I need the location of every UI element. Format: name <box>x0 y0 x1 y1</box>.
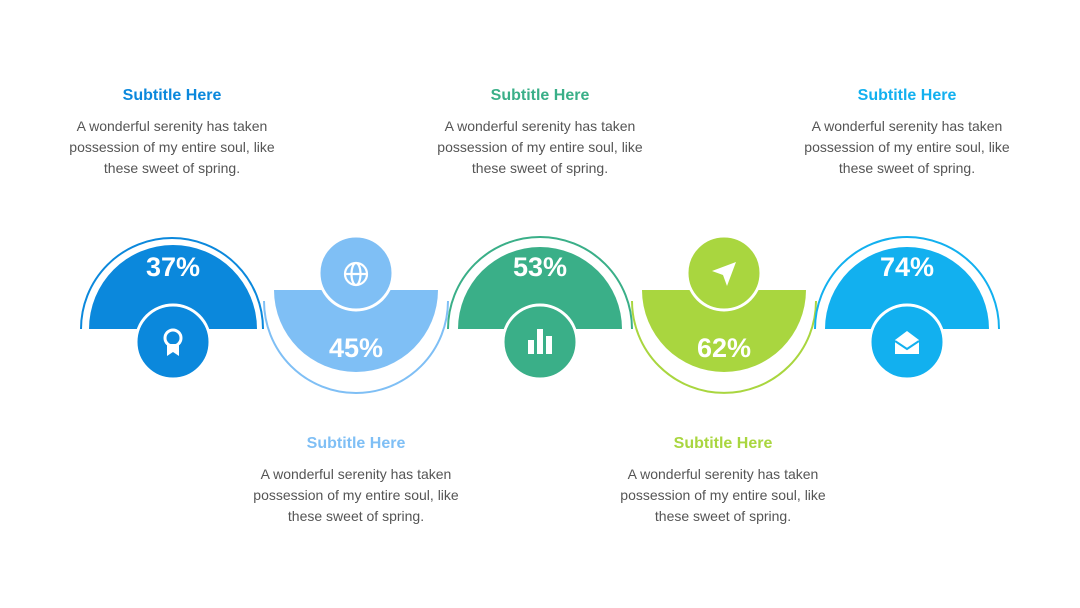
step-3-half-circle <box>458 247 622 329</box>
step-4-subtitle: Subtitle Here <box>673 435 773 452</box>
step-3-subtitle: Subtitle Here <box>490 87 590 104</box>
step-1-half-circle <box>89 245 257 329</box>
step-4-percent: 62% <box>697 333 751 363</box>
step-2-description: A wonderful serenity has taken possessio… <box>253 466 459 524</box>
step-3-percent: 53% <box>513 252 567 282</box>
step-1-description: A wonderful serenity has taken possessio… <box>69 118 275 176</box>
step-3-outer-ring <box>447 236 633 330</box>
step-1-icon-circle <box>134 303 212 381</box>
step-1-text-block: Subtitle Here A wonderful serenity has t… <box>52 86 292 179</box>
step-1-outer-ring <box>80 237 264 330</box>
step-5-description: A wonderful serenity has taken possessio… <box>804 118 1010 176</box>
step-4-description: A wonderful serenity has taken possessio… <box>620 466 826 524</box>
paper-plane-icon <box>712 262 736 286</box>
step-2-shape: 45% <box>263 234 449 394</box>
step-5-subtitle: Subtitle Here <box>857 87 957 104</box>
bar-chart-icon <box>528 329 552 354</box>
step-5-text-block: Subtitle Here A wonderful serenity has t… <box>787 86 1027 179</box>
step-3-description: A wonderful serenity has taken possessio… <box>437 118 643 176</box>
globe-icon <box>343 261 369 287</box>
step-4-outer-ring <box>631 300 817 394</box>
step-3-shape: 53% <box>447 236 633 381</box>
step-2-text-block: Subtitle Here A wonderful serenity has t… <box>236 434 476 527</box>
step-2-percent: 45% <box>329 333 383 363</box>
step-2-subtitle: Subtitle Here <box>306 435 406 452</box>
step-2-half-circle <box>274 290 438 372</box>
step-1-subtitle: Subtitle Here <box>122 87 222 104</box>
step-3-text-block: Subtitle Here A wonderful serenity has t… <box>420 86 660 179</box>
step-5-shape: 74% <box>814 236 1000 381</box>
step-1-shape: 37% <box>80 237 264 381</box>
step-4-text-block: Subtitle Here A wonderful serenity has t… <box>603 434 843 527</box>
step-4-shape: 62% <box>631 234 817 394</box>
step-4-half-circle <box>642 290 806 372</box>
step-5-outer-ring <box>814 236 1000 330</box>
envelope-icon <box>894 331 920 354</box>
step-1-percent: 37% <box>146 252 200 282</box>
step-2-outer-ring <box>263 300 449 394</box>
step-5-half-circle <box>825 247 989 329</box>
award-icon <box>163 328 183 356</box>
step-5-percent: 74% <box>880 252 934 282</box>
